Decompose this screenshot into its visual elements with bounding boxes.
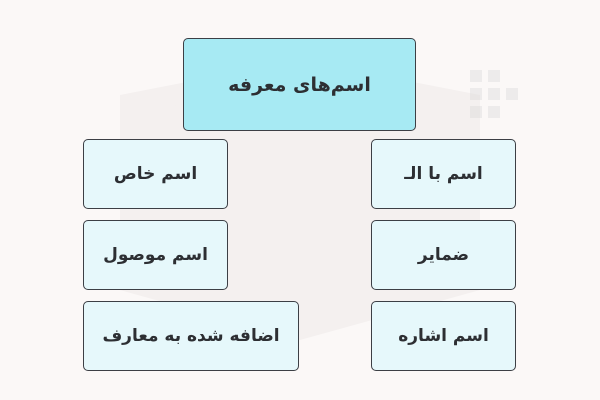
node-ism-ba-al: اسم با الـ — [371, 139, 516, 209]
node-ezafe-be-maaref: اضافه شده به معارف — [83, 301, 299, 371]
root-node-label: اسم‌های معرفه — [228, 73, 371, 96]
node-ism-eshare: اسم اشاره — [371, 301, 516, 371]
node-label: اضافه شده به معارف — [102, 326, 280, 346]
node-ism-mowsul: اسم موصول — [83, 220, 228, 290]
node-label: اسم خاص — [113, 164, 198, 184]
node-label: اسم با الـ — [404, 164, 483, 184]
node-ism-khas: اسم خاص — [83, 139, 228, 209]
root-node: اسم‌های معرفه — [183, 38, 416, 131]
node-label: ضمایر — [417, 245, 470, 265]
node-zamayer: ضمایر — [371, 220, 516, 290]
node-label: اسم اشاره — [398, 326, 489, 346]
node-label: اسم موصول — [103, 245, 208, 265]
